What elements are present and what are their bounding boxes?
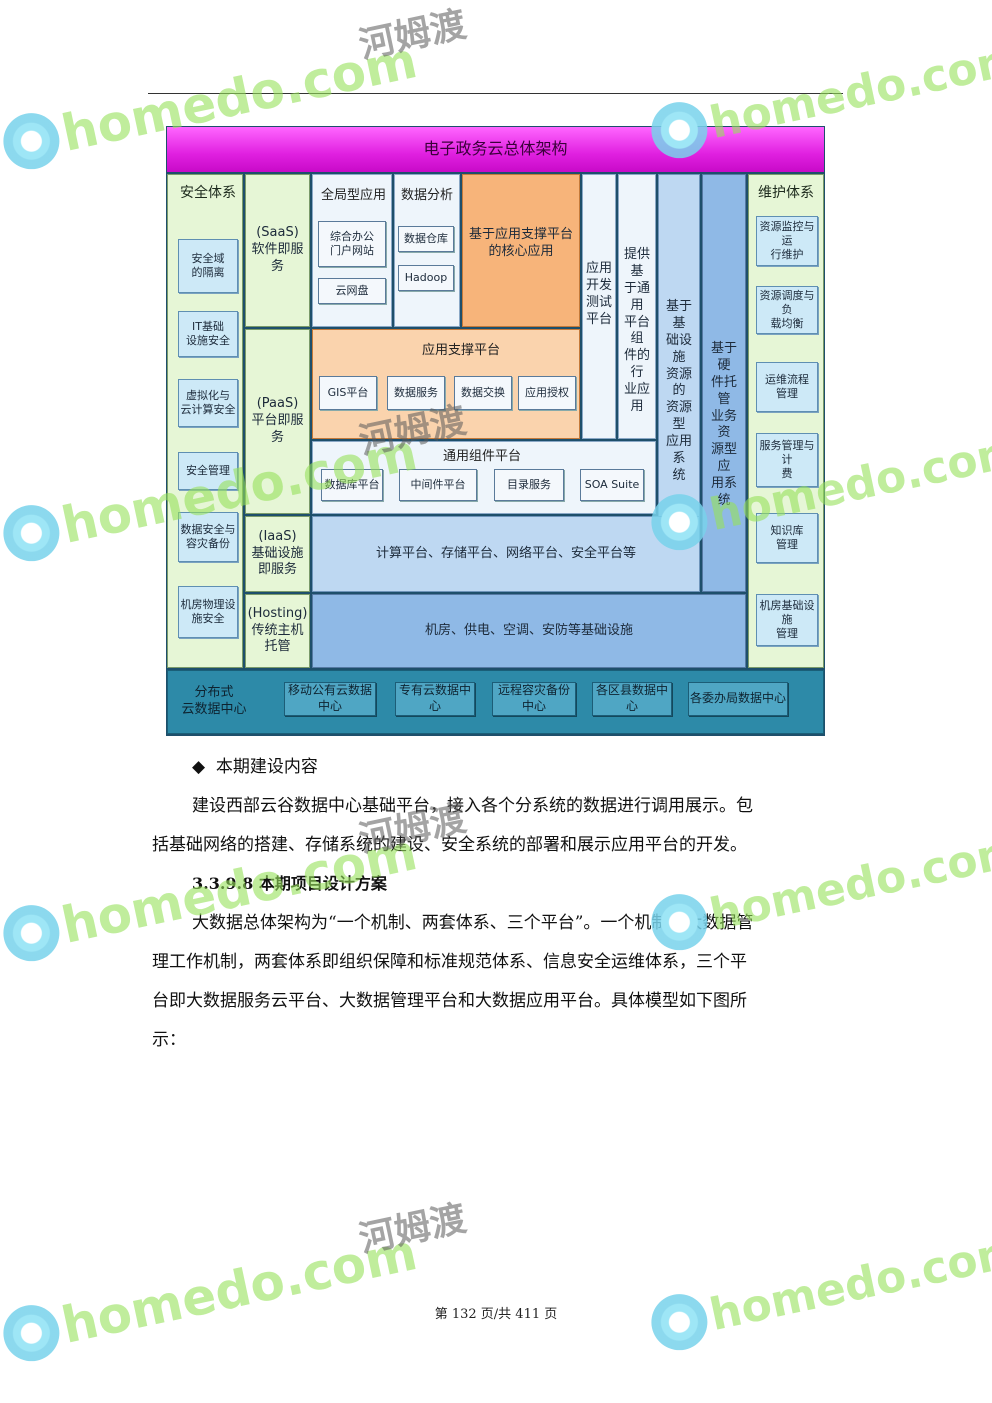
app-support-item: GIS平台 (319, 376, 377, 410)
paragraph-line: 理工作机制，两套体系即组织保障和标准规范体系、信息安全运维体系，三个平 (152, 952, 747, 972)
architecture-diagram: 电子政务云总体架构 安全体系 安全域 的隔离 IT基础 设施安全 虚拟化与 云计… (166, 126, 825, 736)
app-support-item: 应用授权 (518, 376, 576, 410)
maintenance-title: 维护体系 (758, 185, 814, 201)
watermark-text: homedo.com (705, 1224, 992, 1341)
layer-label-paas: (PaaS) 平台即服务 (245, 329, 310, 514)
watermark-flower-icon (646, 1288, 713, 1356)
datacenter-item: 各区县数据中心 (592, 682, 672, 716)
data-analysis-item: 数据仓库 (398, 226, 454, 252)
security-item: 安全管理 (178, 452, 238, 490)
dev-test-column: 应用 开发 测试 平台 (582, 174, 616, 439)
security-item: 安全域 的隔离 (178, 239, 238, 293)
security-item: 数据安全与 容灾备份 (178, 512, 238, 562)
security-title: 安全体系 (180, 185, 236, 201)
paragraph-line: 台即大数据服务云平台、大数据管理平台和大数据应用平台。具体模型如下图所 (152, 991, 747, 1011)
watermark-flower-icon (0, 499, 65, 567)
iaas-platforms: 计算平台、存储平台、网络平台、安全平台等 (312, 516, 700, 592)
core-app-box: 基于应用支撑平台 的核心应用 (462, 174, 580, 327)
layer-label-saas: (SaaS) 软件即服务 (245, 174, 310, 327)
global-app-title: 全局型应用 (321, 188, 387, 203)
common-component-item: 中间件平台 (399, 469, 477, 501)
maintenance-item: 服务管理与计 费 (756, 433, 818, 487)
hosting-infrastructure: 机房、供电、空调、安防等基础设施 (312, 594, 746, 668)
common-component-item: 数据库平台 (321, 469, 383, 501)
data-analysis-title: 数据分析 (401, 188, 454, 203)
watermark-flower-icon (0, 107, 65, 175)
security-item: IT基础 设施安全 (178, 311, 238, 357)
global-app-item: 综合办公 门户网站 (318, 221, 386, 267)
datacenter-item: 专有云数据中心 (395, 682, 475, 716)
datacenter-item: 远程容灾备份中心 (492, 682, 576, 716)
common-component-item: SOA Suite (580, 469, 644, 501)
common-component-title: 通用组件平台 (443, 449, 522, 464)
hardware-app-column: 基于硬 件托管 业务资 源型应 用系统 (702, 174, 746, 592)
watermark-cn: 河姆渡 (355, 1198, 470, 1261)
maintenance-item: 机房基础设施 管理 (756, 594, 818, 646)
datacenter-item: 各委办局数据中心 (688, 682, 788, 716)
paragraph-line: 建设西部云谷数据中心基础平台，接入各个分系统的数据进行调用展示。包 (192, 796, 753, 816)
security-item: 机房物理设 施安全 (178, 586, 238, 638)
paragraph-line: 大数据总体架构为“一个机制、两套体系、三个平台”。一个机制即大数据管 (192, 913, 754, 933)
maintenance-item: 资源调度与负 载均衡 (756, 286, 818, 334)
maintenance-item: 资源监控与运 行维护 (756, 216, 818, 266)
watermark: homedo.com (0, 1223, 422, 1367)
app-support-item: 数据交换 (454, 376, 512, 410)
maintenance-item: 运维流程 管理 (756, 362, 818, 412)
watermark-flower-icon (0, 899, 65, 967)
watermark: homedo.com (646, 1222, 992, 1356)
page-footer: 第 132 页/共 411 页 (434, 1307, 558, 1322)
data-analysis-item: Hadoop (398, 265, 454, 291)
layer-label-iaas: (IaaS) 基础设施 即服务 (245, 516, 310, 592)
industry-app-column: 提供基 于通用 平台组 件的行 业应用 (618, 174, 656, 439)
datacenter-label: 分布式 云数据中心 (181, 685, 247, 717)
bullet-item: ◆ 本期建设内容 (192, 752, 318, 777)
header-rule (148, 93, 843, 94)
paragraph-line: 括基础网络的搭建、存储系统的建设、安全系统的部署和展示应用平台的开发。 (152, 835, 747, 855)
security-item: 虚拟化与 云计算安全 (178, 379, 238, 427)
diagram-title: 电子政务云总体架构 (167, 127, 824, 172)
section-heading: 3.3.9.8 本期项目设计方案 (192, 874, 387, 893)
common-component-item: 目录服务 (494, 469, 564, 501)
global-app-item: 云网盘 (318, 278, 386, 304)
maintenance-item: 知识库 管理 (756, 513, 818, 563)
bullet-symbol: ◆ (192, 757, 206, 777)
watermark-cn: 河姆渡 (355, 4, 470, 67)
datacenter-item: 移动公有云数据中心 (284, 682, 376, 716)
app-support-item: 数据服务 (387, 376, 445, 410)
bullet-text: 本期建设内容 (215, 757, 318, 777)
paragraph-line: 示： (152, 1030, 186, 1050)
layer-label-hosting: (Hosting) 传统主机 托管 (245, 594, 310, 668)
app-support-title: 应用支撑平台 (422, 343, 501, 358)
